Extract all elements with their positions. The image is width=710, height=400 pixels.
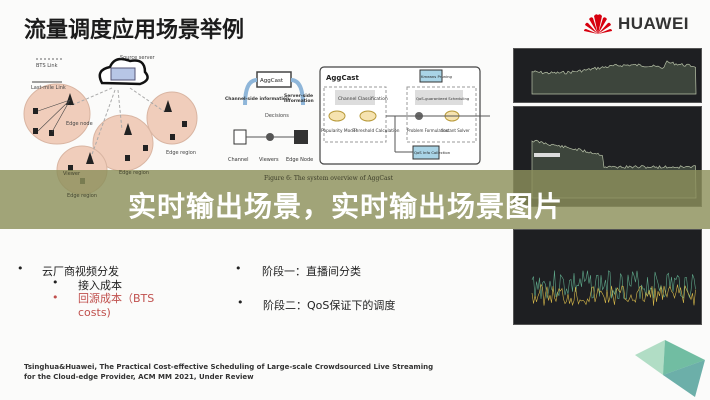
edge-region-label: Edge region <box>67 193 97 199</box>
bullet-dot: • <box>52 276 59 289</box>
slide-title: 流量调度应用场景举例 <box>24 18 245 43</box>
viewers-label: Viewers <box>259 157 279 163</box>
title-banner <box>0 170 710 229</box>
aggcast-box-label: AggCast <box>260 78 284 84</box>
monitor-chart-3 <box>513 229 702 325</box>
threshold-calc: Threshold Calculation <box>352 128 400 134</box>
channel-side-label: Channel-side information <box>225 96 289 102</box>
bullet-dot: • <box>237 296 244 309</box>
huawei-logo: HUAWEI <box>583 13 689 35</box>
bullet-cloud-distribution: 云厂商视频分发 <box>42 265 119 278</box>
channel-classification: Channel Classification <box>338 96 388 102</box>
bullet-stage-two: 阶段二：QoS保证下的调度 <box>263 299 396 312</box>
logo-text: HUAWEI <box>618 14 689 33</box>
legend-bts: BTS Link <box>36 63 58 69</box>
bullet-bts-cost: 回源成本（BTS costs) <box>78 292 155 319</box>
edge-node-label: Edge node <box>66 121 93 127</box>
bullet-stage-one: 阶段一：直播间分类 <box>262 265 361 278</box>
viewer-label: Viewer <box>63 171 80 177</box>
bullet-access-cost: 接入成本 <box>78 279 122 292</box>
bullet-dot: • <box>17 262 24 275</box>
qos-info-label: QoS Info Collection <box>414 150 451 155</box>
edge-node-label: Edge Node <box>286 157 313 163</box>
channel-label: Channel <box>228 157 249 163</box>
kmeans-label: Kmeans Pruning <box>421 74 453 79</box>
edge-region-label: Edge region <box>166 150 196 156</box>
reference-citation: Tsinghua&Huawei, The Practical Cost-effe… <box>24 363 434 381</box>
chart-1-trace <box>531 60 697 95</box>
bullet-dot: • <box>52 291 59 304</box>
chart-3-trace <box>531 270 696 307</box>
popularity-model: Popularity Model <box>321 128 357 134</box>
huawei-petals-icon <box>584 14 612 34</box>
instant-solver: Instant Solver <box>442 128 470 133</box>
aggcast-diagram: AggCast Channel-side information Decisio… <box>225 66 490 165</box>
figure-caption: Figure 6: The system overview of AggCast <box>264 175 394 182</box>
source-server-label: Source server <box>120 55 156 61</box>
problem-formulation: Problem Formulation <box>407 128 449 133</box>
decorative-triangles <box>635 340 705 397</box>
decisions-label: Decisions <box>265 113 289 119</box>
banner-title: 实时输出场景，实时输出场景图片 <box>128 190 564 223</box>
server-side-label: Server-side information <box>284 94 314 104</box>
bullet-dot: • <box>235 262 242 275</box>
aggcast-title: AggCast <box>326 74 359 82</box>
qos-sched-label: QoS-guaranteed Scheduling <box>416 96 470 101</box>
edge-region-label: Edge region <box>119 170 149 176</box>
legend-lastmile: Last-mile Link <box>31 85 66 91</box>
monitor-chart-1 <box>513 48 702 103</box>
